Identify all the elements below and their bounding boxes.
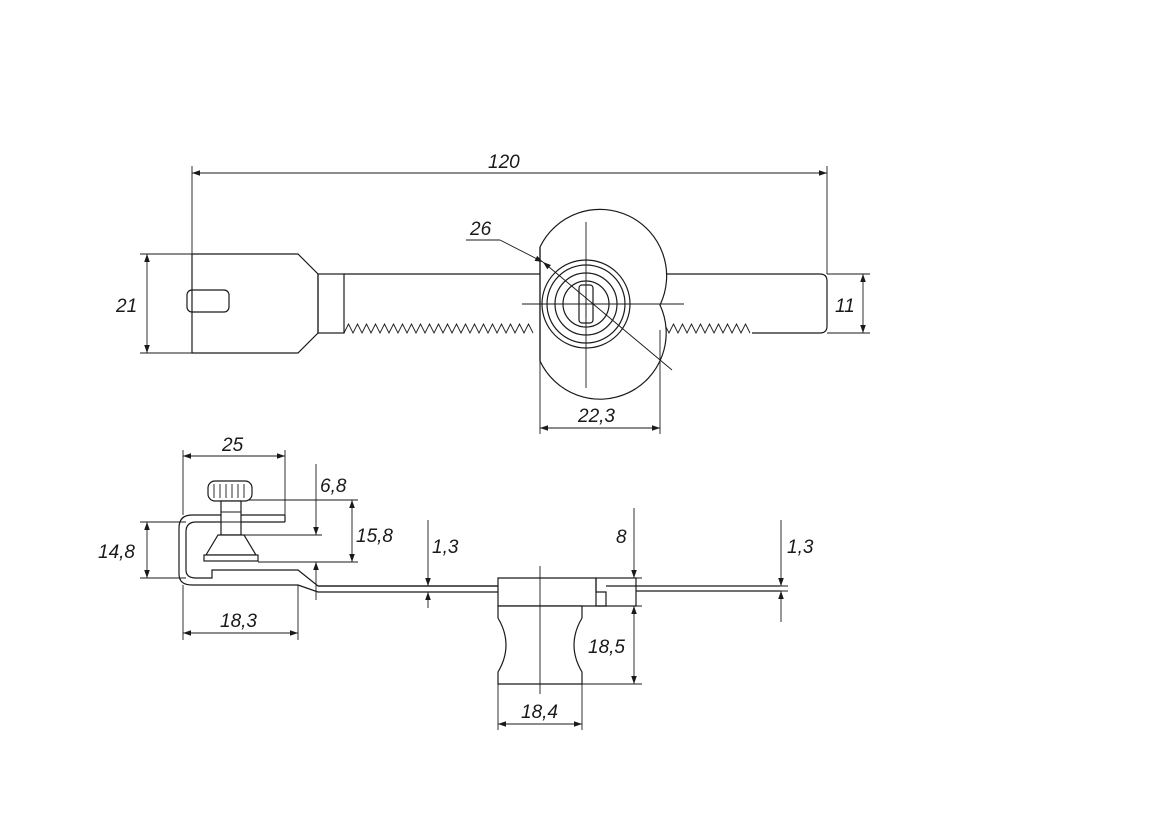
rack-teeth-right xyxy=(659,322,751,335)
dim-label-184: 18,4 xyxy=(521,702,558,723)
knob-knurl xyxy=(213,484,245,498)
dim-label-26: 26 xyxy=(469,219,492,240)
side-view: 25 6,8 15,8 14,8 18,3 1,3 8 1 xyxy=(98,435,814,730)
leader-26-through xyxy=(542,261,673,371)
dim-label-223: 22,3 xyxy=(577,406,615,427)
screw-shank xyxy=(220,500,242,536)
dim-label-68: 6,8 xyxy=(320,476,347,497)
rack-head xyxy=(191,253,319,354)
thumb-screw-knob xyxy=(207,480,253,502)
lock-body-top xyxy=(497,577,607,607)
dim-label-21: 21 xyxy=(115,296,137,317)
clamp-bracket-inner xyxy=(185,521,498,587)
dim-label-8: 8 xyxy=(616,527,627,548)
dim-label-25: 25 xyxy=(221,435,244,456)
dim-label-185: 18,5 xyxy=(588,637,625,658)
dim-label-148: 14,8 xyxy=(98,542,135,563)
head-slot xyxy=(186,289,230,313)
dim-label-11: 11 xyxy=(835,296,855,317)
pressure-pad-base xyxy=(203,554,259,562)
dim-label-13-left: 1,3 xyxy=(432,537,459,558)
leader-26 xyxy=(499,239,544,263)
dim-label-158: 15,8 xyxy=(356,526,393,547)
rack-teeth-left xyxy=(343,322,534,335)
dim-label-120: 120 xyxy=(488,152,520,173)
clamp-bracket-outer xyxy=(178,514,498,593)
rack-end xyxy=(752,273,828,334)
top-view: 120 21 11 26 22,3 xyxy=(115,152,870,434)
rack-collar xyxy=(317,273,345,334)
dim-label-183: 18,3 xyxy=(220,611,257,632)
dim-label-13-right: 1,3 xyxy=(787,537,814,558)
pressure-pad xyxy=(204,534,258,556)
